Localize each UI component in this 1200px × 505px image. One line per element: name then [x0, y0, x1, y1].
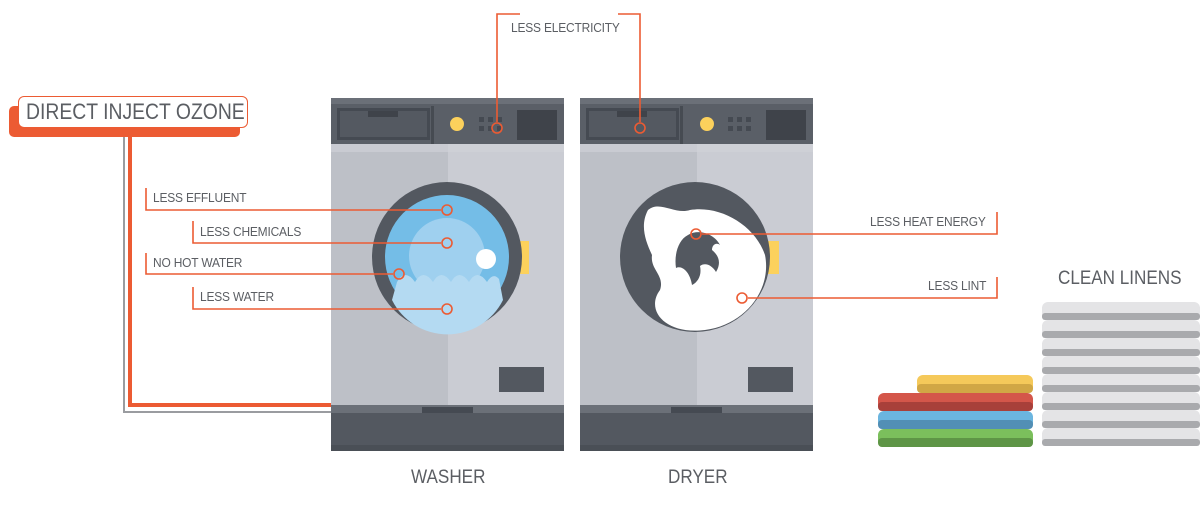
- dryer-machine: [580, 98, 813, 451]
- clean-linens-stack: [1042, 302, 1200, 446]
- dryer-label: DRYER: [668, 467, 728, 488]
- dryer-knob-icon: [700, 117, 714, 131]
- callout-less-electricity: LESS ELECTRICITY: [511, 20, 620, 35]
- washer-knob-icon: [450, 117, 464, 131]
- washer-label: WASHER: [411, 467, 486, 488]
- clean-linens-label: CLEAN LINENS: [1058, 268, 1182, 289]
- callout-no-hot-water: NO HOT WATER: [153, 255, 243, 270]
- washer-callout-lines: [145, 13, 998, 315]
- callout-less-chemicals: LESS CHEMICALS: [200, 224, 302, 239]
- callout-less-effluent: LESS EFFLUENT: [153, 190, 247, 205]
- colored-towel-stack: [878, 375, 1033, 447]
- ozone-feed-line: [123, 135, 332, 413]
- title-label: DIRECT INJECT OZONE: [26, 99, 245, 124]
- callout-less-lint: LESS LINT: [927, 278, 986, 293]
- callout-less-water: LESS WATER: [200, 289, 274, 304]
- callout-less-heat-energy: LESS HEAT ENERGY: [870, 214, 986, 229]
- title-box: [18, 96, 248, 128]
